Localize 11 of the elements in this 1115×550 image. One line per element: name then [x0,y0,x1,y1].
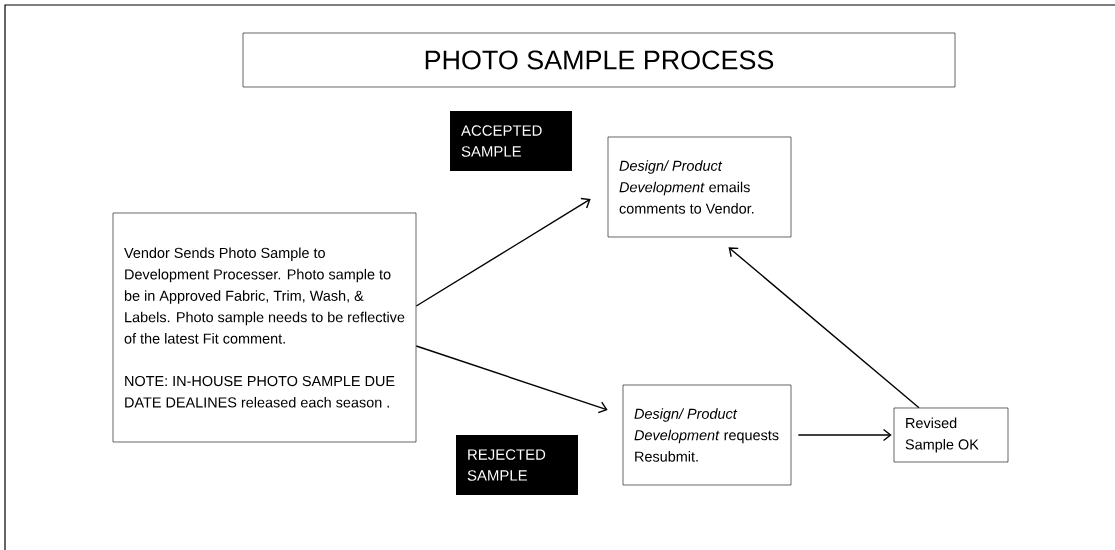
arrow [797,428,892,442]
process-box: Design/ Product Development emails comments to Vendor. [607,136,792,238]
process-box: Revised Sample OK [893,407,1009,463]
arrow [728,247,920,409]
process-box: Design/ Product Development requests Resubmit. [622,384,792,486]
title-box: PHOTO SAMPLE PROCESS [242,32,956,88]
process-box: Vendor Sends Photo Sample to Development Processer. Photo sample to be in Approved Fabric, Trim, Wash, & Labels. Photo sample needs to be reflective of the latest Fit comment. NOTE: IN-HOUSE PHOTO SAMPLE DUE DATE DEALINES released each season . [112,212,417,443]
arrow [415,197,591,307]
arrow [415,345,608,414]
status-label: REJECTED SAMPLE [456,435,578,495]
status-label: ACCEPTED SAMPLE [450,111,572,171]
